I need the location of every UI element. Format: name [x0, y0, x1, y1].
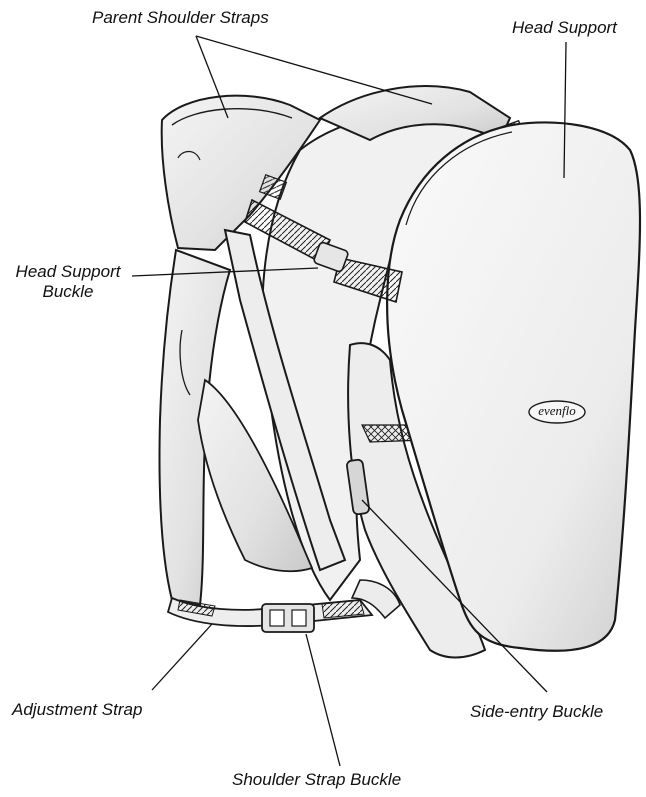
label-head-support: Head Support [512, 18, 617, 38]
label-head-support-buckle-line2: Buckle [2, 282, 134, 302]
evenflo-logo-text: evenflo [535, 403, 579, 419]
label-adjustment-strap: Adjustment Strap [12, 700, 142, 720]
label-parent-shoulder-straps: Parent Shoulder Straps [92, 8, 269, 28]
leader-adjustment-strap [152, 624, 212, 690]
label-head-support-buckle: Head Support Buckle [2, 262, 134, 302]
leader-parent-straps-right [196, 36, 432, 104]
label-side-entry-buckle: Side-entry Buckle [470, 702, 603, 722]
leader-shoulder-strap-buckle [306, 634, 340, 766]
label-head-support-buckle-line1: Head Support [2, 262, 134, 282]
label-shoulder-strap-buckle: Shoulder Strap Buckle [232, 770, 401, 790]
